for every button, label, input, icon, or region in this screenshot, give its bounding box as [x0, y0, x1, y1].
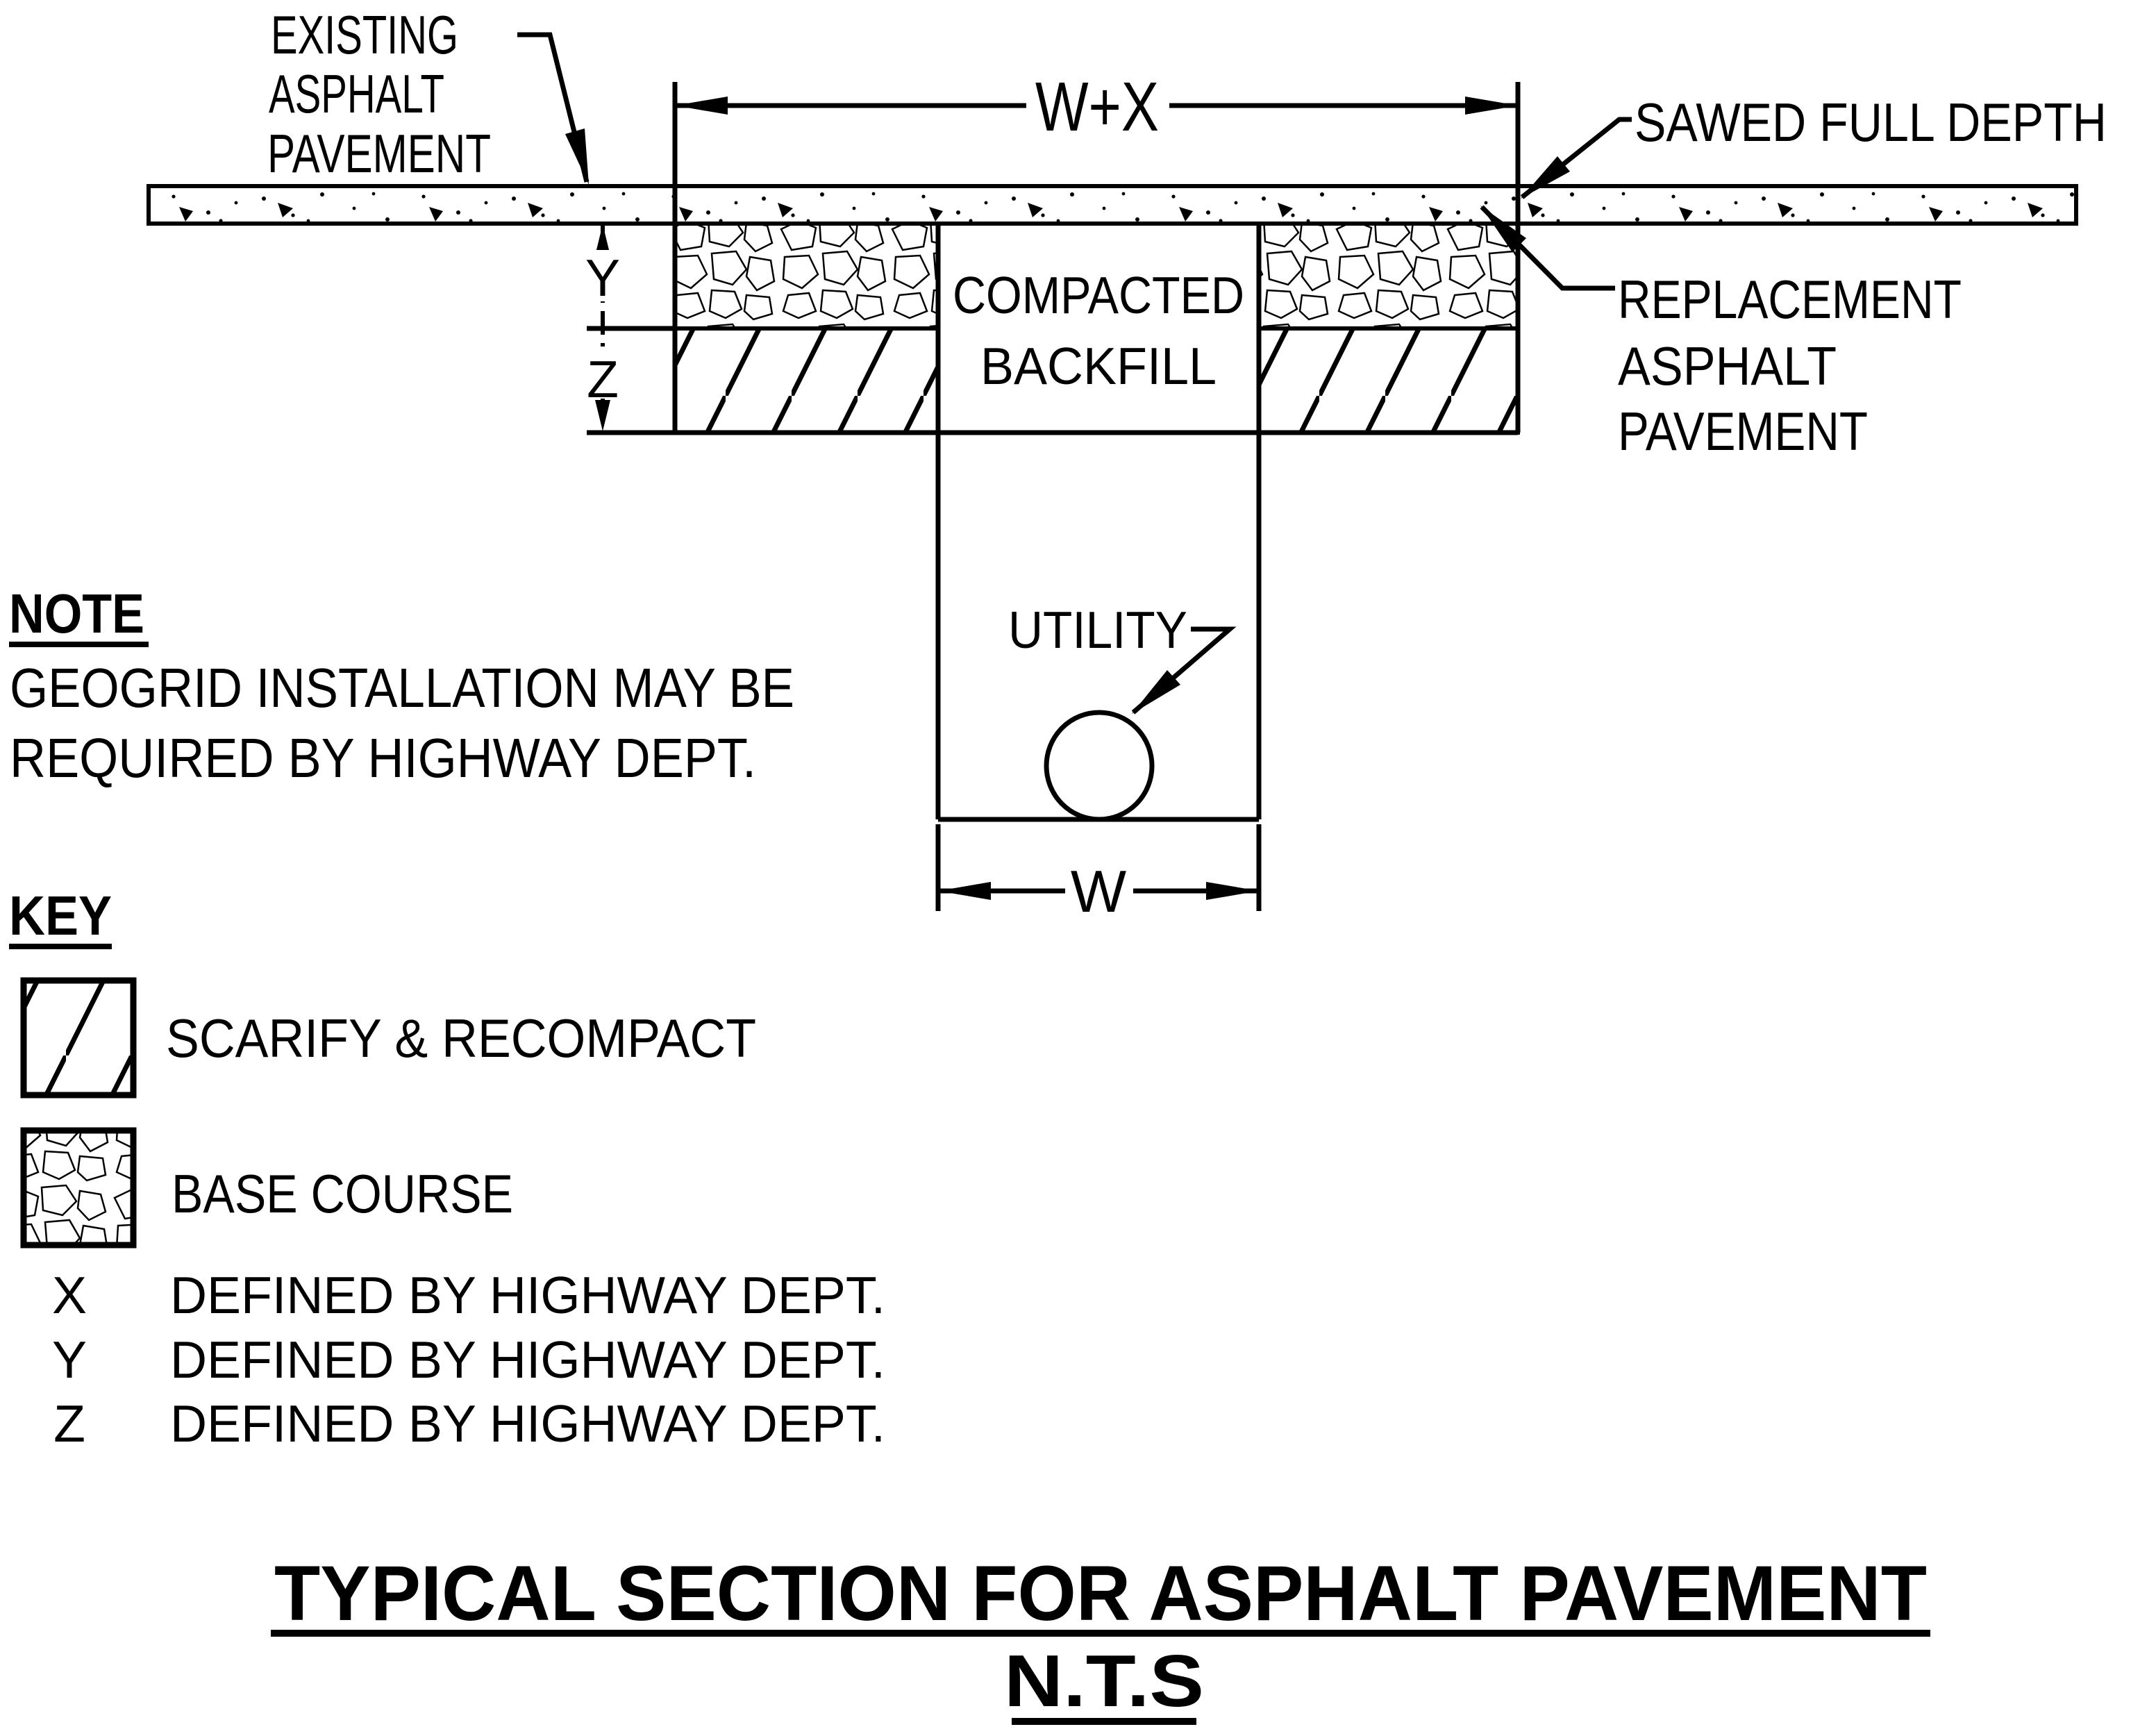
- dim-y-arrow-up-icon: [595, 224, 610, 256]
- sawed-leader-arrow-icon: [1521, 156, 1570, 199]
- dim-wx-text: W+X: [1035, 68, 1159, 146]
- definition-text: DEFINED BY HIGHWAY DEPT.: [170, 1330, 885, 1389]
- definition-text: DEFINED BY HIGHWAY DEPT.: [170, 1394, 885, 1453]
- dim-wx-arrow-right-icon: [1465, 97, 1518, 115]
- dim-z-text-mask: [582, 353, 624, 397]
- replacement-label-line2: ASPHALT: [1618, 335, 1837, 397]
- definition-symbol: X: [52, 1266, 87, 1324]
- dimension-w: W: [935, 824, 1262, 925]
- drawing-title: TYPICAL SECTION FOR ASPHALT PAVEMENT: [274, 1550, 1927, 1637]
- utility-label: UTILITY: [1008, 601, 1187, 659]
- dim-w-arrow-left-icon: [938, 882, 991, 900]
- dim-y-text: Y: [585, 249, 620, 307]
- scarify-zone-right: [1257, 326, 1520, 435]
- key-block: KEY SCARIFY & RECOMPACT BASE COURSE X DE…: [9, 885, 885, 1453]
- dim-wx-arrow-left-icon: [675, 97, 728, 115]
- dim-z-arrow-down-icon: [595, 400, 610, 431]
- callouts: [517, 32, 1632, 715]
- key-item-label: BASE COURSE: [172, 1163, 513, 1224]
- dim-w-text: W: [1071, 859, 1126, 925]
- dimension-wx: W+X: [675, 68, 1518, 146]
- existing-label-line3: PAVEMENT: [267, 123, 491, 184]
- dimension-yz: Y Z: [582, 224, 624, 433]
- note-block: NOTE GEOGRID INSTALLATION MAY BE REQUIRE…: [9, 583, 794, 789]
- base-course-left: [673, 222, 940, 331]
- existing-leader-arrow-icon: [565, 128, 589, 185]
- dim-w-text-mask: [1065, 861, 1133, 919]
- definitions-list: X DEFINED BY HIGHWAY DEPT. Y DEFINED BY …: [52, 1266, 885, 1453]
- definition-text: DEFINED BY HIGHWAY DEPT.: [170, 1266, 885, 1324]
- sawed-label: SAWED FULL DEPTH: [1635, 92, 2107, 153]
- dim-y-text-mask: [582, 250, 624, 301]
- note-line2: REQUIRED BY HIGHWAY DEPT.: [10, 727, 756, 789]
- asphalt-slab: [147, 184, 2078, 226]
- key-item-label: SCARIFY & RECOMPACT: [166, 1008, 756, 1069]
- base-course-swatch-icon: [20, 1127, 137, 1249]
- backfill-label-line1: COMPACTED: [953, 266, 1244, 324]
- dim-w-arrow-right-icon: [1206, 882, 1259, 900]
- existing-label-line2: ASPHALT: [269, 63, 444, 124]
- note-line1: GEOGRID INSTALLATION MAY BE: [10, 657, 794, 719]
- replacement-label-line1: REPLACEMENT: [1618, 269, 1962, 330]
- replacement-leader-arrow-icon: [1480, 206, 1526, 252]
- callout-texts: EXISTING ASPHALT PAVEMENT SAWED FULL DEP…: [267, 4, 2107, 659]
- definition-symbol: Y: [52, 1330, 87, 1389]
- replacement-label-line3: PAVEMENT: [1618, 401, 1868, 462]
- note-heading: NOTE: [9, 583, 144, 644]
- dim-wx-text-mask: [1026, 74, 1169, 137]
- scale-note: N.T.S: [1004, 1640, 1204, 1722]
- scarify-swatch-icon: [20, 977, 137, 1099]
- title-block: TYPICAL SECTION FOR ASPHALT PAVEMENT N.T…: [271, 1550, 1930, 1725]
- utility-pipe-circle: [1044, 710, 1155, 822]
- key-heading: KEY: [9, 885, 112, 946]
- utility-leader-arrow-icon: [1132, 670, 1180, 714]
- base-course-right: [1257, 222, 1520, 331]
- backfill-label-line2: BACKFILL: [980, 337, 1217, 395]
- existing-label-line1: EXISTING: [271, 4, 458, 65]
- definition-symbol: Z: [53, 1394, 85, 1453]
- dim-z-text: Z: [587, 350, 619, 408]
- section-view: [147, 82, 2078, 822]
- scarify-zone-left: [673, 326, 940, 435]
- existing-leader-line: [517, 32, 590, 183]
